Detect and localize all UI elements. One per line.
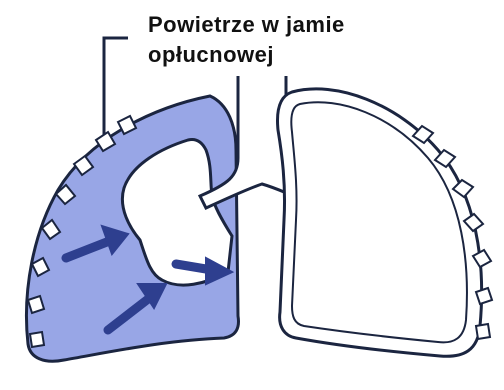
caption-line-2: opłucnowej bbox=[148, 40, 345, 70]
normal-lung-outer bbox=[278, 89, 482, 356]
air-in-pleural-cavity-label: Powietrze w jamie opłucnowej bbox=[148, 10, 345, 70]
caption-line-1: Powietrze w jamie bbox=[148, 10, 345, 40]
